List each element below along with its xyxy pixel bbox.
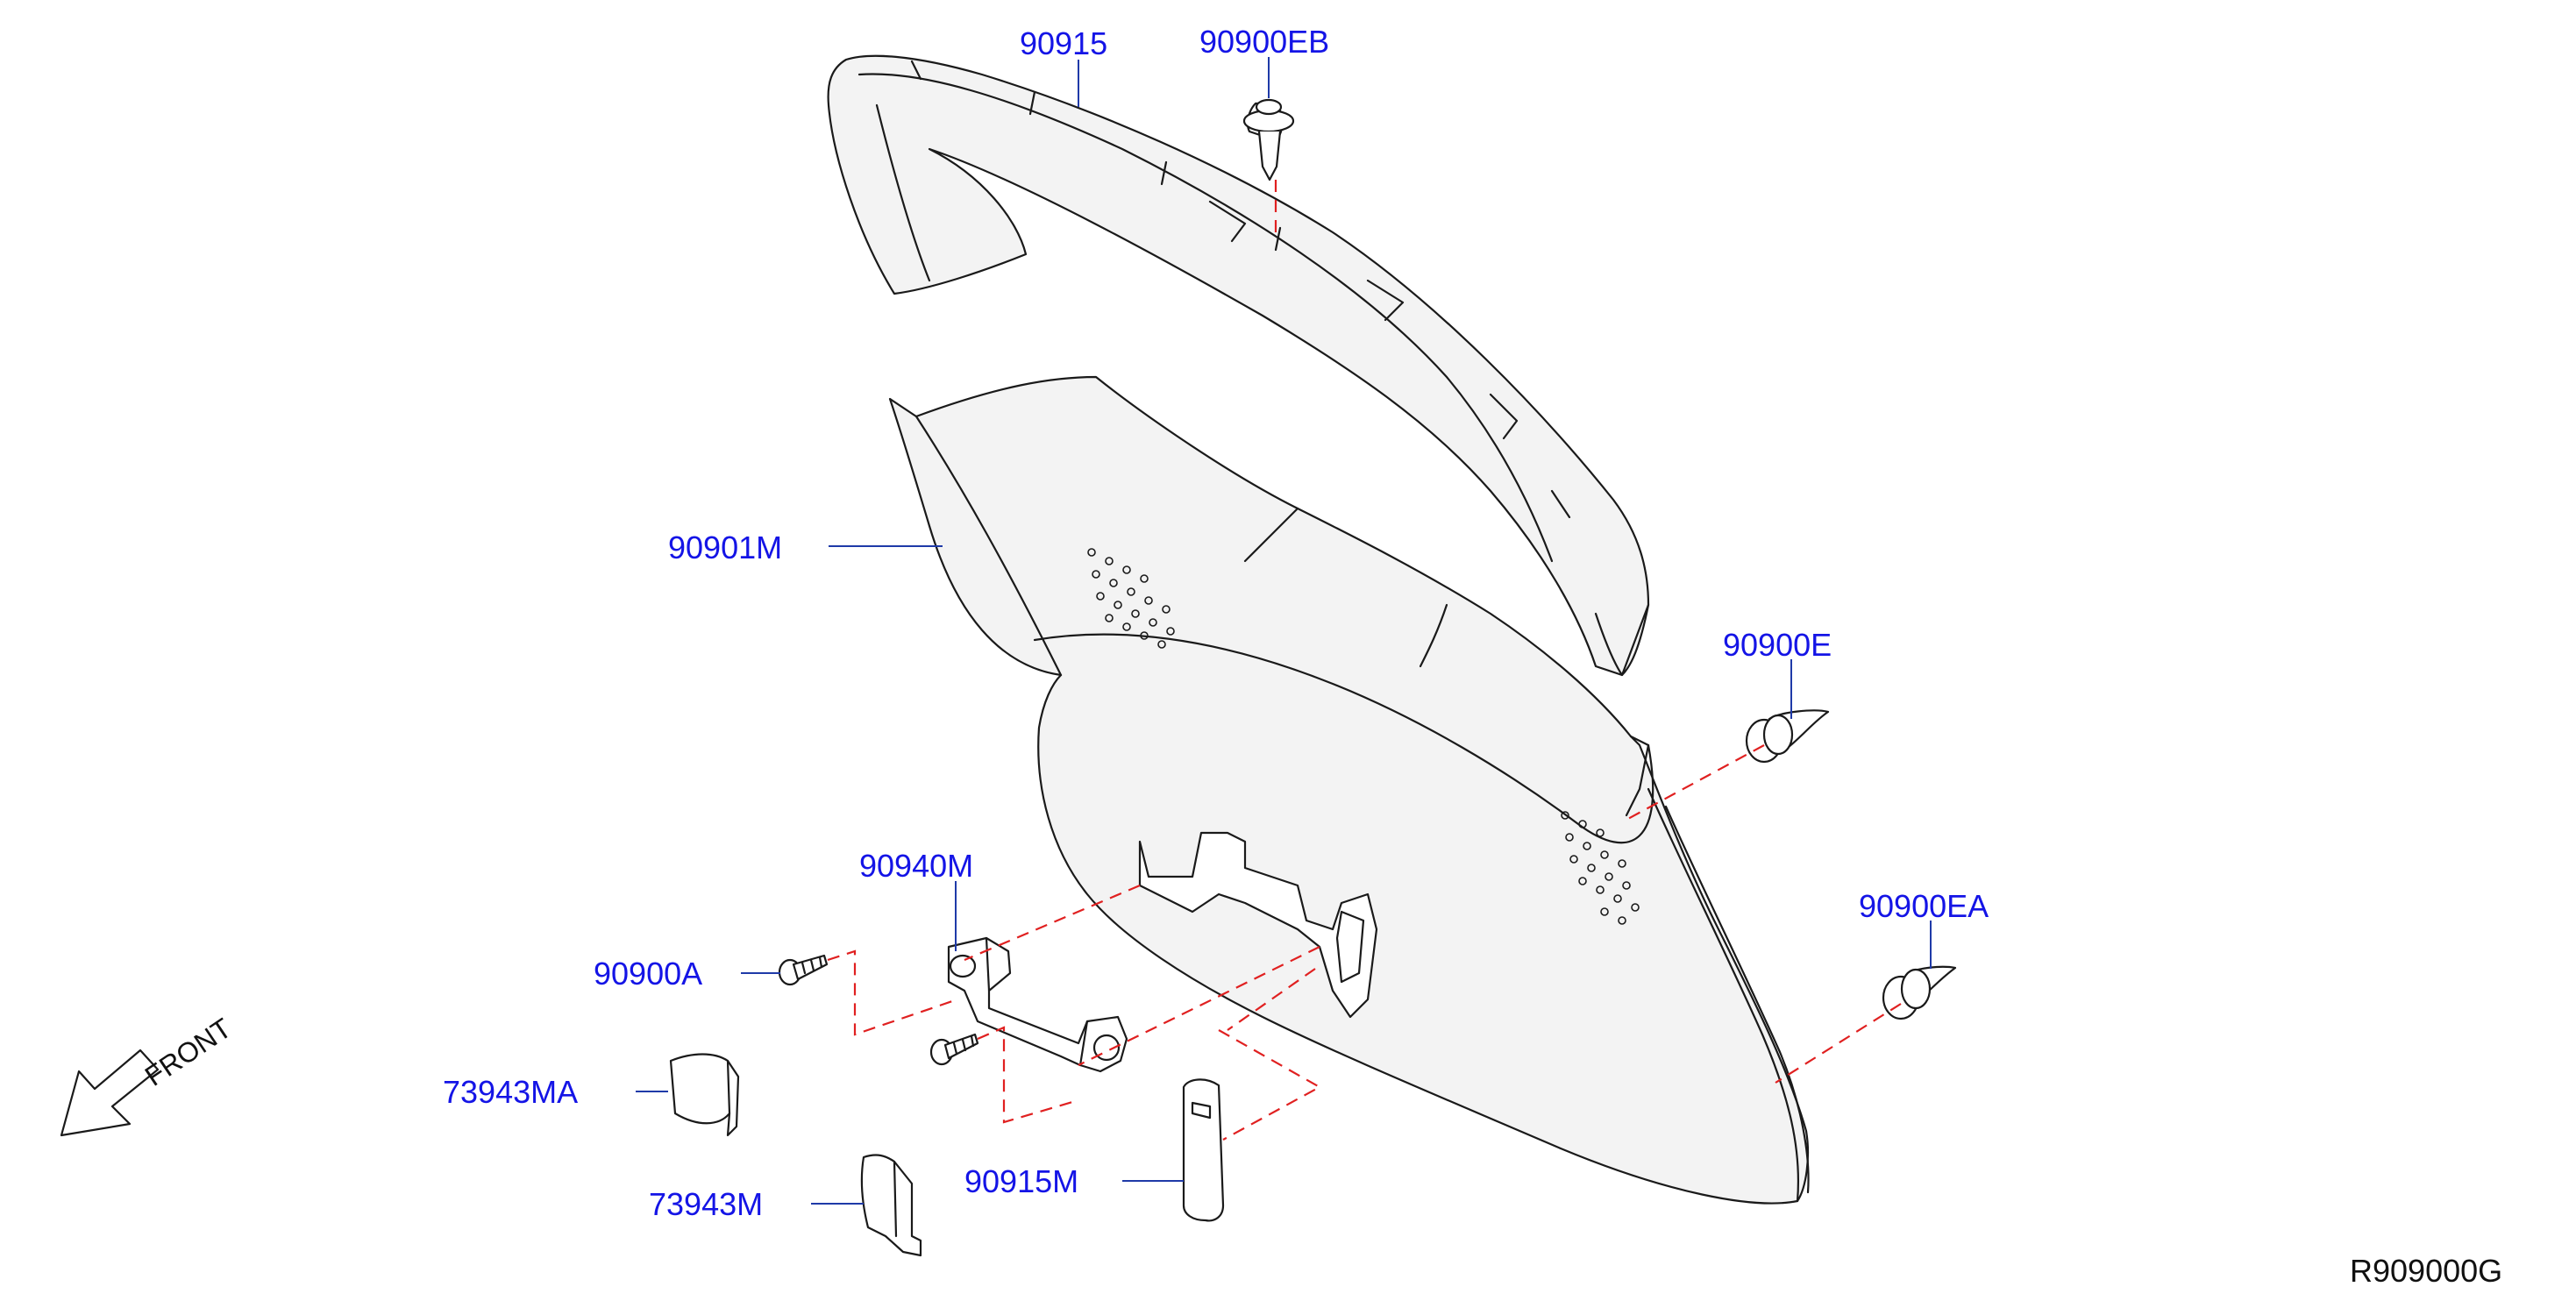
speaker-grille-left xyxy=(1087,548,1175,649)
front-direction-arrow: FRONT xyxy=(60,1012,237,1137)
speaker-grille-right xyxy=(1561,811,1640,925)
callout-90901m: 90901M xyxy=(668,530,782,565)
callout-90900eb: 90900EB xyxy=(1199,24,1329,60)
bracket-90940m xyxy=(947,936,1128,1073)
clip-90900e xyxy=(1745,709,1830,764)
callout-90915: 90915 xyxy=(1020,25,1107,61)
diagram-reference-code: R909000G xyxy=(2350,1253,2502,1289)
cap-73943m xyxy=(860,1154,922,1257)
screw-90900a-upper xyxy=(778,954,829,986)
front-label: FRONT xyxy=(139,1012,237,1091)
screw-90900a-lower xyxy=(929,1033,979,1066)
clip-90900eb xyxy=(1242,98,1295,181)
assembly-lines xyxy=(827,180,1902,1141)
callout-90940m: 90940M xyxy=(859,848,973,884)
callout-90900e: 90900E xyxy=(1723,627,1832,663)
callout-73943m: 73943M xyxy=(649,1186,763,1222)
callout-73943ma: 73943MA xyxy=(443,1074,578,1110)
leader-lines xyxy=(636,57,1932,1205)
clip-90900ea xyxy=(1882,965,1957,1020)
back-door-trim-panel xyxy=(888,375,1810,1205)
cover-90915m xyxy=(1182,1078,1225,1222)
callout-90915m: 90915M xyxy=(964,1163,1078,1199)
upper-garnish-trim xyxy=(827,54,1650,677)
cap-73943ma xyxy=(669,1053,740,1137)
callout-90900a: 90900A xyxy=(594,956,702,992)
callout-90900ea: 90900EA xyxy=(1859,888,1989,924)
